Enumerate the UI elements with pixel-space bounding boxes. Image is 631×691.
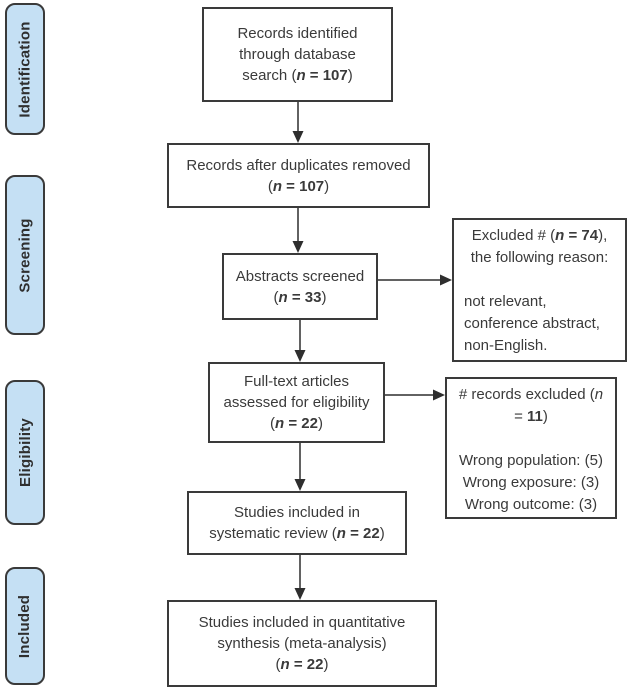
- text-line: Wrong outcome: (3): [464, 496, 598, 513]
- text-line: search (n = 107): [242, 67, 353, 84]
- text-line: (n = 107): [267, 177, 330, 195]
- flow-box-quantitative-synthesis: Studies included in quantitative synthesi…: [167, 600, 437, 687]
- stage-label-included: Included: [5, 567, 45, 685]
- flow-box-records-identified: Records identified through database search…: [202, 7, 393, 102]
- text-line: the following reason:: [470, 249, 609, 266]
- side-box-excluded-eligibility: # records excluded (n = 11) Wrong populat…: [445, 377, 617, 519]
- stage-label-text: Included: [16, 594, 34, 658]
- text-line: systematic review (n = 22): [209, 525, 385, 542]
- stage-label-identification: Identification: [5, 3, 45, 135]
- flow-box-abstracts-screened: Abstracts screened (n = 33): [222, 253, 378, 320]
- text-line: (n = 33): [273, 288, 327, 306]
- text-line: not relevant,: [464, 293, 547, 310]
- text-line: Records identified: [237, 25, 358, 42]
- text-line: (n = 22): [275, 656, 329, 673]
- flow-box-systematic-review: Studies included in systematic review (n …: [187, 491, 407, 555]
- text-line: Records after duplicates removed: [186, 156, 411, 174]
- stage-label-screening: Screening: [5, 175, 45, 335]
- text-line: [457, 428, 605, 450]
- text-line: Studies included in quantitative: [198, 614, 406, 631]
- text-line: Full-text articles: [243, 373, 350, 390]
- stage-label-eligibility: Eligibility: [5, 380, 45, 525]
- text-line: through database: [239, 46, 356, 63]
- text-line: assessed for eligibility: [223, 394, 370, 411]
- text-line: Studies included in: [234, 504, 360, 521]
- text-line: # records excluded (n: [458, 386, 604, 403]
- text-line: = 11): [514, 408, 548, 425]
- text-line: Excluded # (n = 74),: [471, 227, 608, 244]
- stage-label-text: Identification: [16, 20, 34, 118]
- flow-box-duplicates-removed: Records after duplicates removed (n = 107…: [167, 143, 430, 208]
- text-line: synthesis (meta-analysis): [217, 635, 387, 652]
- text-line: non-English.: [464, 337, 548, 354]
- side-box-excluded-screening: Excluded # (n = 74), the following reason…: [452, 218, 627, 362]
- stage-label-text: Screening: [16, 217, 34, 293]
- text-line: Abstracts screened: [235, 267, 365, 285]
- text-line: conference abstract,: [464, 315, 600, 332]
- text-line: Wrong exposure: (3): [462, 474, 600, 491]
- stage-label-text: Eligibility: [16, 418, 34, 487]
- text-line: [464, 269, 615, 291]
- text-line: (n = 22): [270, 415, 323, 432]
- flow-box-fulltext-assessed: Full-text articles assessed for eligibili…: [208, 362, 385, 443]
- text-line: Wrong population: (5): [459, 452, 603, 469]
